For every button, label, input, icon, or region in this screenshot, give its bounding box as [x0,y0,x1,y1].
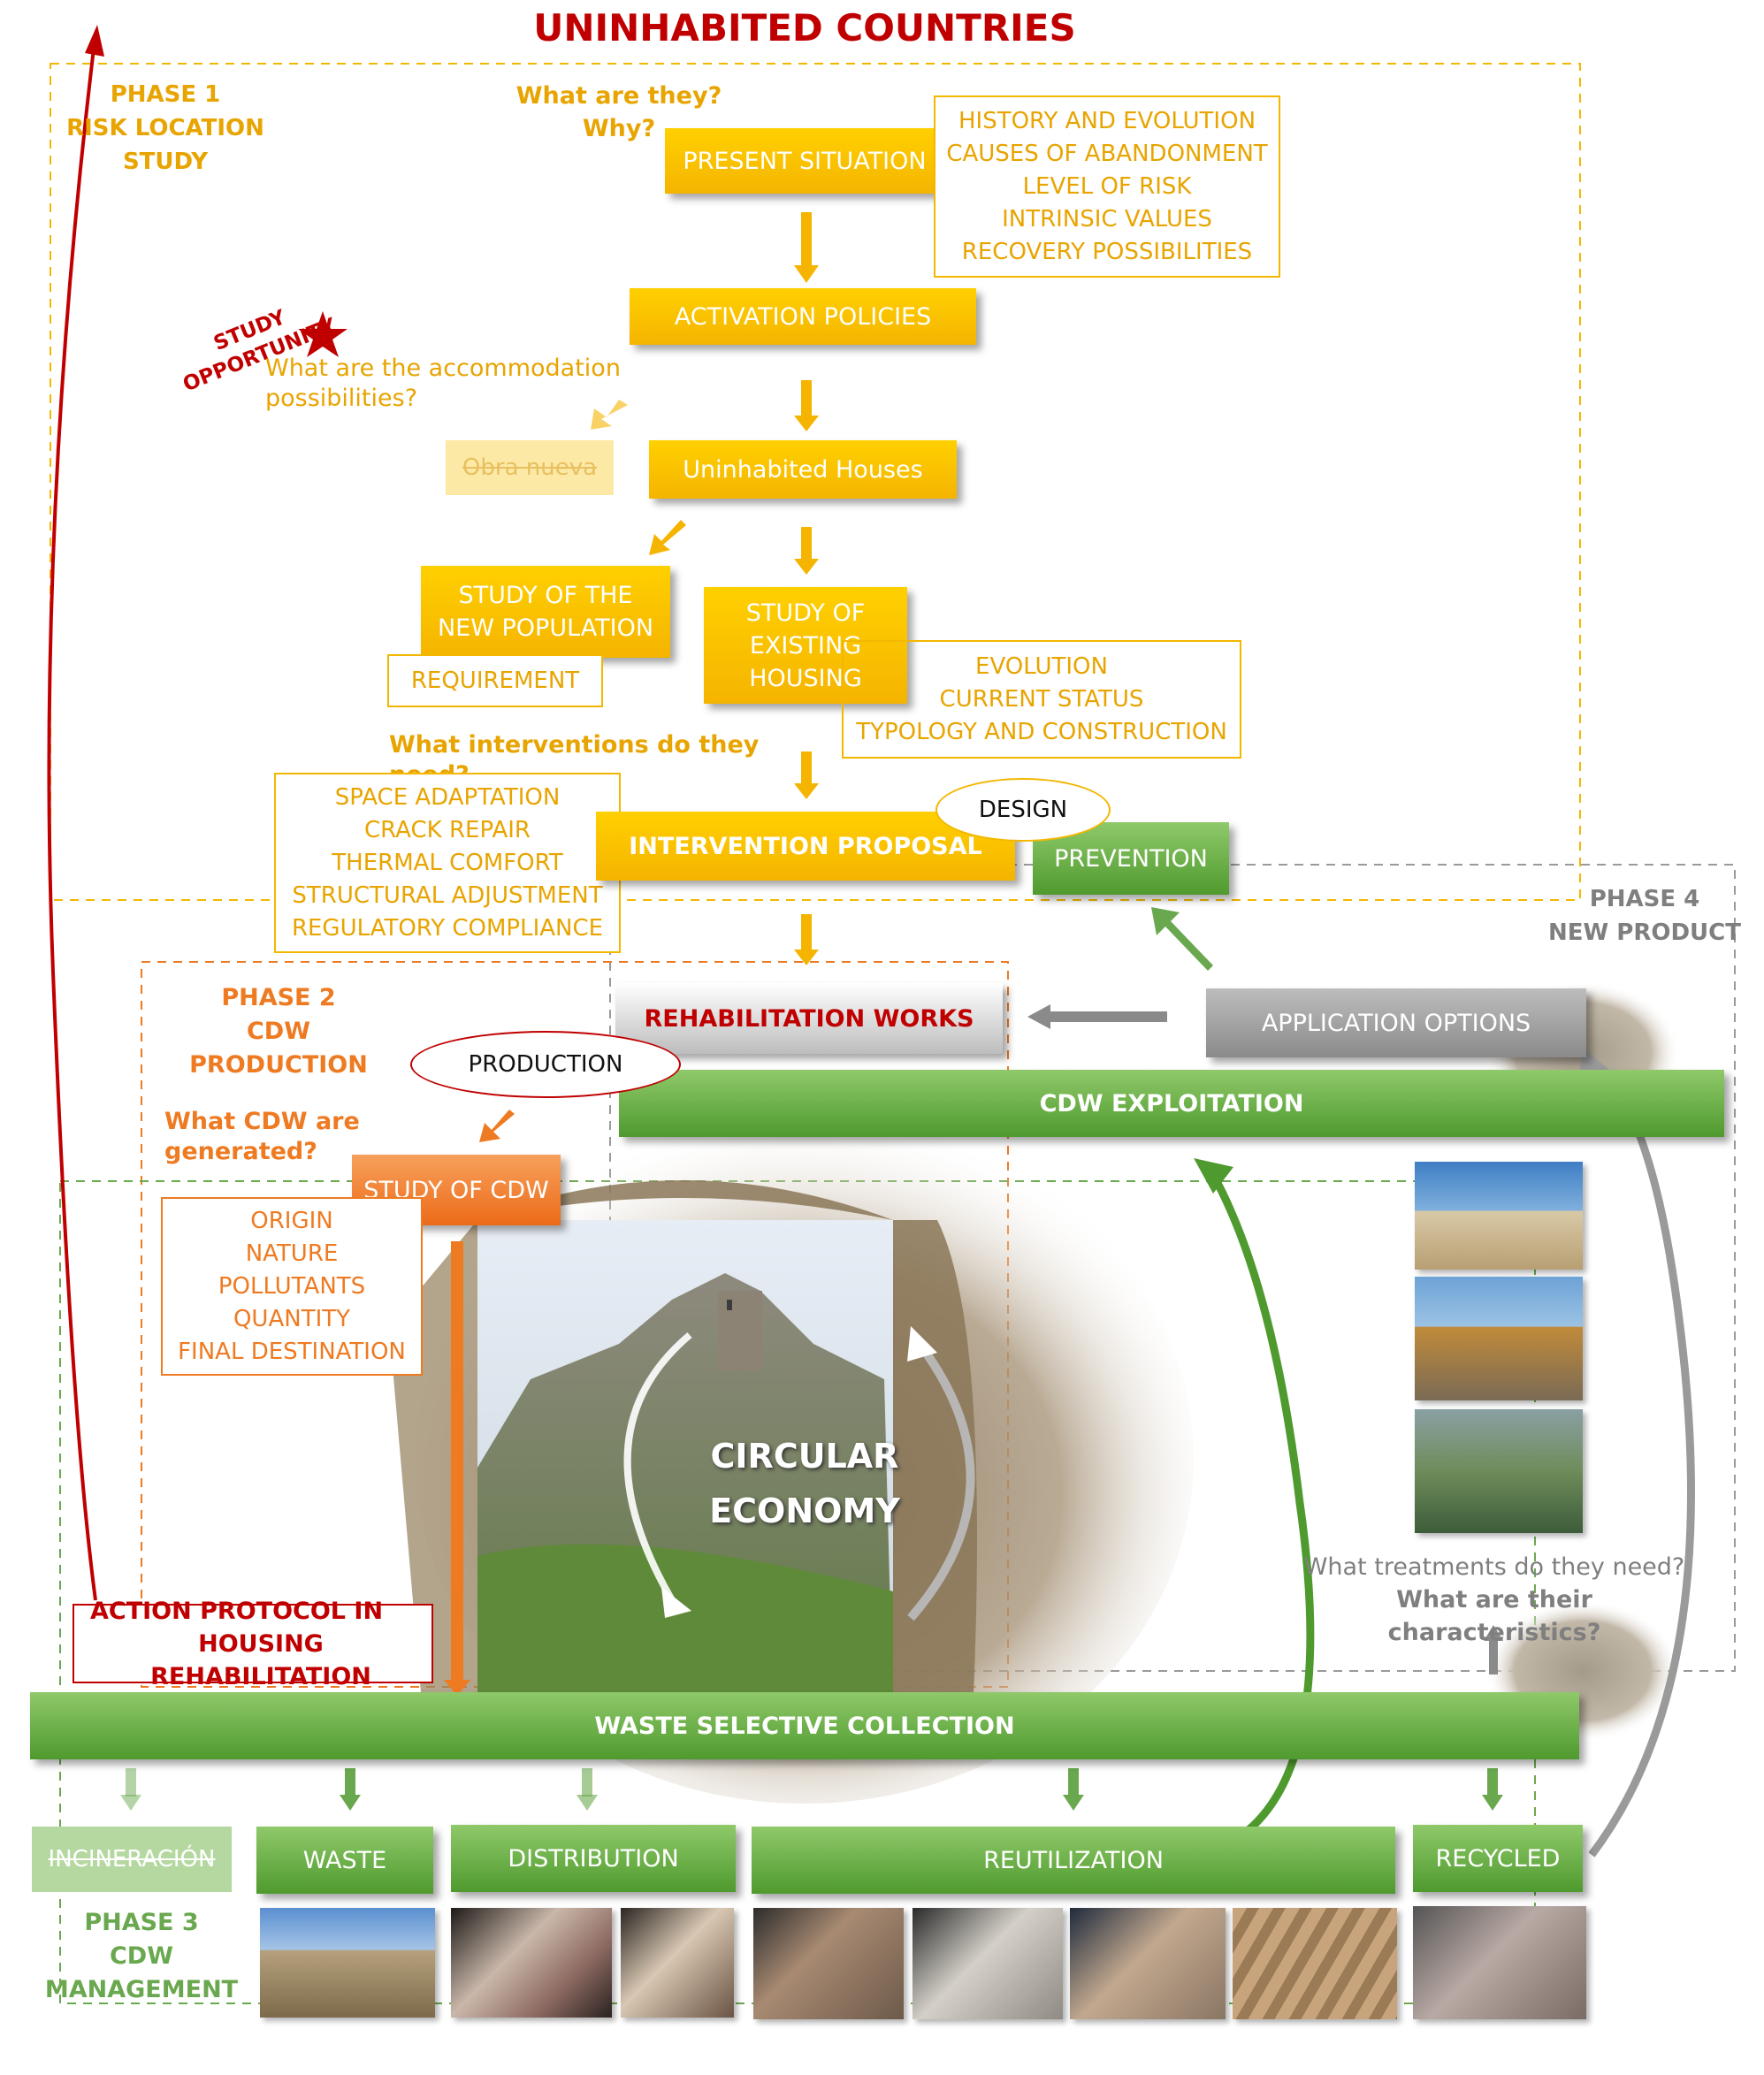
production-oval: PRODUCTION [410,1031,681,1098]
bricks-photo [753,1908,904,2019]
sorting-photo [1415,1409,1583,1533]
cdw-details-box: ORIGIN NATURE POLLUTANTS QUANTITY FINAL … [161,1197,423,1376]
question-what-are-they: What are they? Why? [515,82,722,142]
reutilization-box[interactable]: REUTILIZATION [752,1827,1395,1894]
circular-economy-label: CIRCULAR ECONOMY [709,1437,900,1530]
uninhabited-houses-box[interactable]: Uninhabited Houses [649,440,957,499]
bales-photo [451,1908,612,2018]
roof-tiles-photo [1233,1908,1397,2019]
obra-nueva-label: Obra nueva [462,454,598,481]
stone-slabs-photo [913,1908,1063,2019]
cycle-arrow-left [623,1331,692,1603]
circular-economy-photo [389,1114,1194,1804]
stockpile-photo [1415,1162,1583,1270]
flow-arrow-rehab [1050,1011,1167,1022]
page-title: UNINHABITED COUNTRIES [533,6,1076,50]
star-icon [298,311,347,357]
waste-box[interactable]: WASTE [256,1827,433,1894]
landfill-photo [260,1908,435,2018]
incineracion-box[interactable]: INCINERACIÓN [32,1827,232,1892]
phase2-label: PHASE 2 CDW PRODUCTION [189,984,368,1079]
phase1-frame [50,63,1581,901]
flow-arrow-prevention [1151,907,1213,971]
accommodation-question: What are the accommodation possibilities… [265,355,621,412]
reuse-arrow [1201,1169,1315,1859]
present-details-box: HISTORY AND EVOLUTION CAUSES OF ABANDONM… [934,95,1280,278]
activation-policies-box[interactable]: ACTIVATION POLICIES [630,288,976,345]
timber-photo [621,1908,734,2018]
intervention-details-box: SPACE ADAPTATION CRACK REPAIR THERMAL CO… [274,773,621,953]
cycle-arrow-right [907,1341,975,1621]
flow-arrow-orange [479,1110,515,1142]
cdw-flow-bar [451,1241,463,1688]
prevention-box[interactable]: PREVENTION [1033,822,1229,895]
flow-arrows-green [120,1768,1503,1811]
flow-arrows-yellow [591,212,819,965]
phase1-label: PHASE 1 RISK LOCATION STUDY [66,81,264,175]
existing-details-box: EVOLUTION CURRENT STATUS TYPOLOGY AND CO… [842,640,1241,759]
action-protocol-line1: ACTION PROTOCOL IN [90,1597,384,1625]
recycled-box[interactable]: RECYCLED [1413,1825,1583,1892]
protocol-arrow [47,33,97,1601]
study-new-population-line1: STUDY OF THE [458,582,633,609]
rehabilitation-works-box[interactable]: REHABILITATION WORKS [615,983,1003,1054]
action-protocol-line2: HOUSING REHABILITATION [150,1629,371,1690]
phase3-label: PHASE 3 CDW MANAGEMENT [44,1909,239,2003]
present-situation-box[interactable]: PRESENT SITUATION [665,128,944,194]
incineracion-label: INCINERACIÓN [48,1846,216,1873]
phase4-label: PHASE 4 NEW PRODUCT [1548,886,1741,946]
design-oval: DESIGN [935,778,1111,842]
study-new-population-box[interactable]: STUDY OF THE NEW POPULATION [421,566,670,658]
study-existing-line1: STUDY OF [745,599,866,627]
requirement-box: REQUIREMENT [387,654,603,707]
waste-selective-collection-bar[interactable]: WASTE SELECTIVE COLLECTION [30,1692,1579,1759]
cdw-question: What CDW are generated? [164,1108,360,1165]
study-new-population-line2: NEW POPULATION [437,614,654,642]
tiles-photo [1070,1908,1226,2019]
action-protocol-box[interactable]: ACTION PROTOCOL IN HOUSING REHABILITATIO… [73,1598,433,1690]
distribution-box[interactable]: DISTRIBUTION [451,1825,736,1892]
crusher-photo [1415,1277,1583,1400]
obra-nueva-box[interactable]: Obra nueva [446,440,614,495]
application-options-box[interactable]: APPLICATION OPTIONS [1206,988,1586,1057]
treatments-question: What treatments do they need? What are t… [1303,1553,1685,1646]
rubble-photo [1413,1906,1586,2019]
cdw-exploitation-bar[interactable]: CDW EXPLOITATION [619,1070,1724,1137]
